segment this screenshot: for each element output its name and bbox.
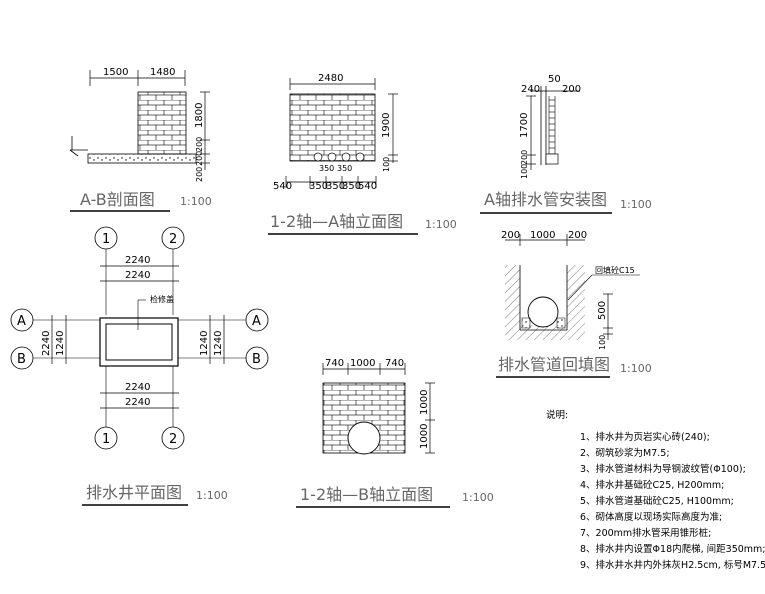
note-item-7: 7、200mm排水管采用锥形桩; bbox=[580, 527, 711, 539]
pipe-scale: 1:100 bbox=[620, 198, 652, 211]
ab-dim-right-1: 1800 bbox=[194, 103, 205, 128]
view-ab-section: 1500 1480 1800 200 200 200 A-B剖面图 1:100 bbox=[69, 67, 212, 212]
elev-b-dim-right-2: 1000 bbox=[419, 424, 430, 449]
plan-dim-left-2: 1240 bbox=[55, 331, 66, 356]
axis-bubble-bottom-1 bbox=[94, 426, 118, 450]
plan-title: 排水井平面图 bbox=[86, 483, 182, 502]
elev-a-dim-b-1: 540 bbox=[273, 181, 292, 192]
axis-label-top-2: 2 bbox=[169, 232, 177, 247]
pipe-dim-left-3: 100 bbox=[520, 164, 529, 179]
pipe-dim-left-2: 200 bbox=[520, 150, 529, 165]
axis-bubble-right-a bbox=[245, 308, 269, 332]
axis-label-bottom-2: 2 bbox=[169, 432, 177, 447]
ab-dim-top-1: 1500 bbox=[103, 67, 128, 78]
elev-b-title: 1-2轴—B轴立面图 bbox=[300, 485, 433, 504]
pipe-dim-top-3: 200 bbox=[562, 84, 581, 95]
notes-heading: 说明: bbox=[546, 409, 568, 421]
elev-a-dim-right-2: 100 bbox=[382, 157, 391, 172]
axis-label-bottom-1: 1 bbox=[102, 432, 110, 447]
elev-a-dim-b-2: 350 bbox=[309, 181, 328, 192]
ab-scale: 1:100 bbox=[180, 195, 212, 208]
elev-b-dim-top-1: 740 bbox=[325, 358, 344, 369]
axis-label-right-a: A bbox=[252, 314, 261, 329]
note-item-9: 9、排水井水井内外抹灰H2.5cm, 标号M7.5; bbox=[580, 559, 765, 571]
bf-scale: 1:100 bbox=[620, 362, 652, 375]
ab-dim-right-4: 200 bbox=[195, 167, 204, 182]
bf-dim-top-3: 200 bbox=[568, 230, 587, 241]
elev-a-dim-b-4: 350 bbox=[342, 181, 361, 192]
axis-label-right-b: B bbox=[252, 352, 261, 367]
note-item-4: 4、排水井基础砼C25, H200mm; bbox=[580, 479, 724, 491]
plan-label-cover: 检修盖 bbox=[150, 294, 174, 304]
ladder-rungs bbox=[549, 99, 555, 155]
ab-dim-right-3: 200 bbox=[195, 151, 204, 166]
bf-dim-top-2: 1000 bbox=[530, 230, 555, 241]
notes: 说明: 1、排水井为页岩实心砖(240); 2、砌筑砂浆为M7.5; 3、排水管… bbox=[546, 409, 765, 571]
elev-a-dim-bu-2: 350 bbox=[337, 164, 352, 173]
view-elev-12a: 2480 1900 100 350 350 540 350 350 350 54… bbox=[268, 73, 457, 235]
axis-bubble-left-a bbox=[10, 308, 34, 332]
plan-dim-right-2: 1240 bbox=[213, 331, 224, 356]
elev-a-dim-right-1: 1900 bbox=[381, 113, 392, 138]
plan-scale: 1:100 bbox=[196, 489, 228, 502]
elev-a-title: 1-2轴—A轴立面图 bbox=[270, 212, 403, 231]
elev-b-dim-top-3: 740 bbox=[385, 358, 404, 369]
elev-a-dim-b-3: 350 bbox=[326, 181, 345, 192]
axis-bubble-right-b bbox=[245, 346, 269, 370]
note-item-6: 6、砌体高度以现场实际高度为准; bbox=[580, 511, 722, 523]
plan-dim-left-1: 2240 bbox=[41, 331, 52, 356]
plan-dim-bottom-2: 2240 bbox=[125, 397, 150, 408]
plan-dim-top-2: 2240 bbox=[125, 270, 150, 281]
plan-dim-right-1: 1240 bbox=[199, 331, 210, 356]
ab-dim-right-2: 200 bbox=[195, 137, 204, 152]
elev-b-pipe bbox=[347, 421, 381, 455]
pipe-dim-top-2: 50 bbox=[548, 74, 561, 85]
ab-title: A-B剖面图 bbox=[80, 190, 155, 209]
plan-dim-bottom-1: 2240 bbox=[125, 382, 150, 393]
elev-a-dim-b-5: 540 bbox=[358, 181, 377, 192]
pipe-title: A轴排水管安装图 bbox=[484, 190, 607, 209]
elev-a-scale: 1:100 bbox=[425, 218, 457, 231]
axis-label-left-b: B bbox=[17, 352, 26, 367]
axis-bubble-bottom-2 bbox=[161, 426, 185, 450]
pipe-dim-left-1: 1700 bbox=[519, 113, 530, 138]
well-inner bbox=[105, 323, 173, 361]
view-plan: 1 2 2240 2240 检修盖 A B A B 2240 1240 bbox=[10, 226, 269, 506]
elev-a-dim-top: 2480 bbox=[318, 73, 343, 84]
pipe-dim-top-1: 240 bbox=[521, 84, 540, 95]
view-elev-12b: 740 1000 740 1000 1000 1-2轴—B轴立面图 1:100 bbox=[296, 358, 494, 508]
ab-dim-top-2: 1480 bbox=[150, 67, 175, 78]
elev-b-dim-right-1: 1000 bbox=[419, 390, 430, 415]
bf-title: 排水管道回填图 bbox=[498, 355, 610, 374]
bf-dim-right-2: 100 bbox=[598, 335, 607, 350]
elev-a-dim-bu-1: 350 bbox=[319, 164, 334, 173]
note-item-8: 8、排水井内设置Φ18内爬梯, 间距350mm; bbox=[580, 543, 765, 555]
plan-dim-top-1: 2240 bbox=[125, 255, 150, 266]
note-item-5: 5、排水管道基础砼C25, H100mm; bbox=[580, 495, 734, 507]
view-backfill: 200 1000 200 回填砼C15 500 100 排水管道回填图 1:10… bbox=[496, 230, 652, 378]
note-item-2: 2、砌筑砂浆为M7.5; bbox=[580, 447, 670, 459]
bf-dim-right-1: 500 bbox=[597, 301, 608, 320]
bf-label: 回填砼C15 bbox=[595, 265, 635, 275]
note-item-1: 1、排水井为页岩实心砖(240); bbox=[580, 431, 710, 443]
view-pipe-install: 240 50 200 1700 200 100 A轴排水管安装图 1:10 bbox=[480, 74, 652, 214]
elev-b-scale: 1:100 bbox=[462, 491, 494, 504]
axis-bubble-left-b bbox=[10, 346, 34, 370]
elev-b-dim-top-2: 1000 bbox=[350, 358, 375, 369]
axis-label-top-1: 1 bbox=[102, 232, 110, 247]
bf-dim-top-1: 200 bbox=[501, 230, 520, 241]
bf-pipe bbox=[527, 296, 559, 328]
axis-label-left-a: A bbox=[17, 314, 26, 329]
note-item-3: 3、排水管道材料为导钢波纹管(Φ100); bbox=[580, 463, 746, 475]
